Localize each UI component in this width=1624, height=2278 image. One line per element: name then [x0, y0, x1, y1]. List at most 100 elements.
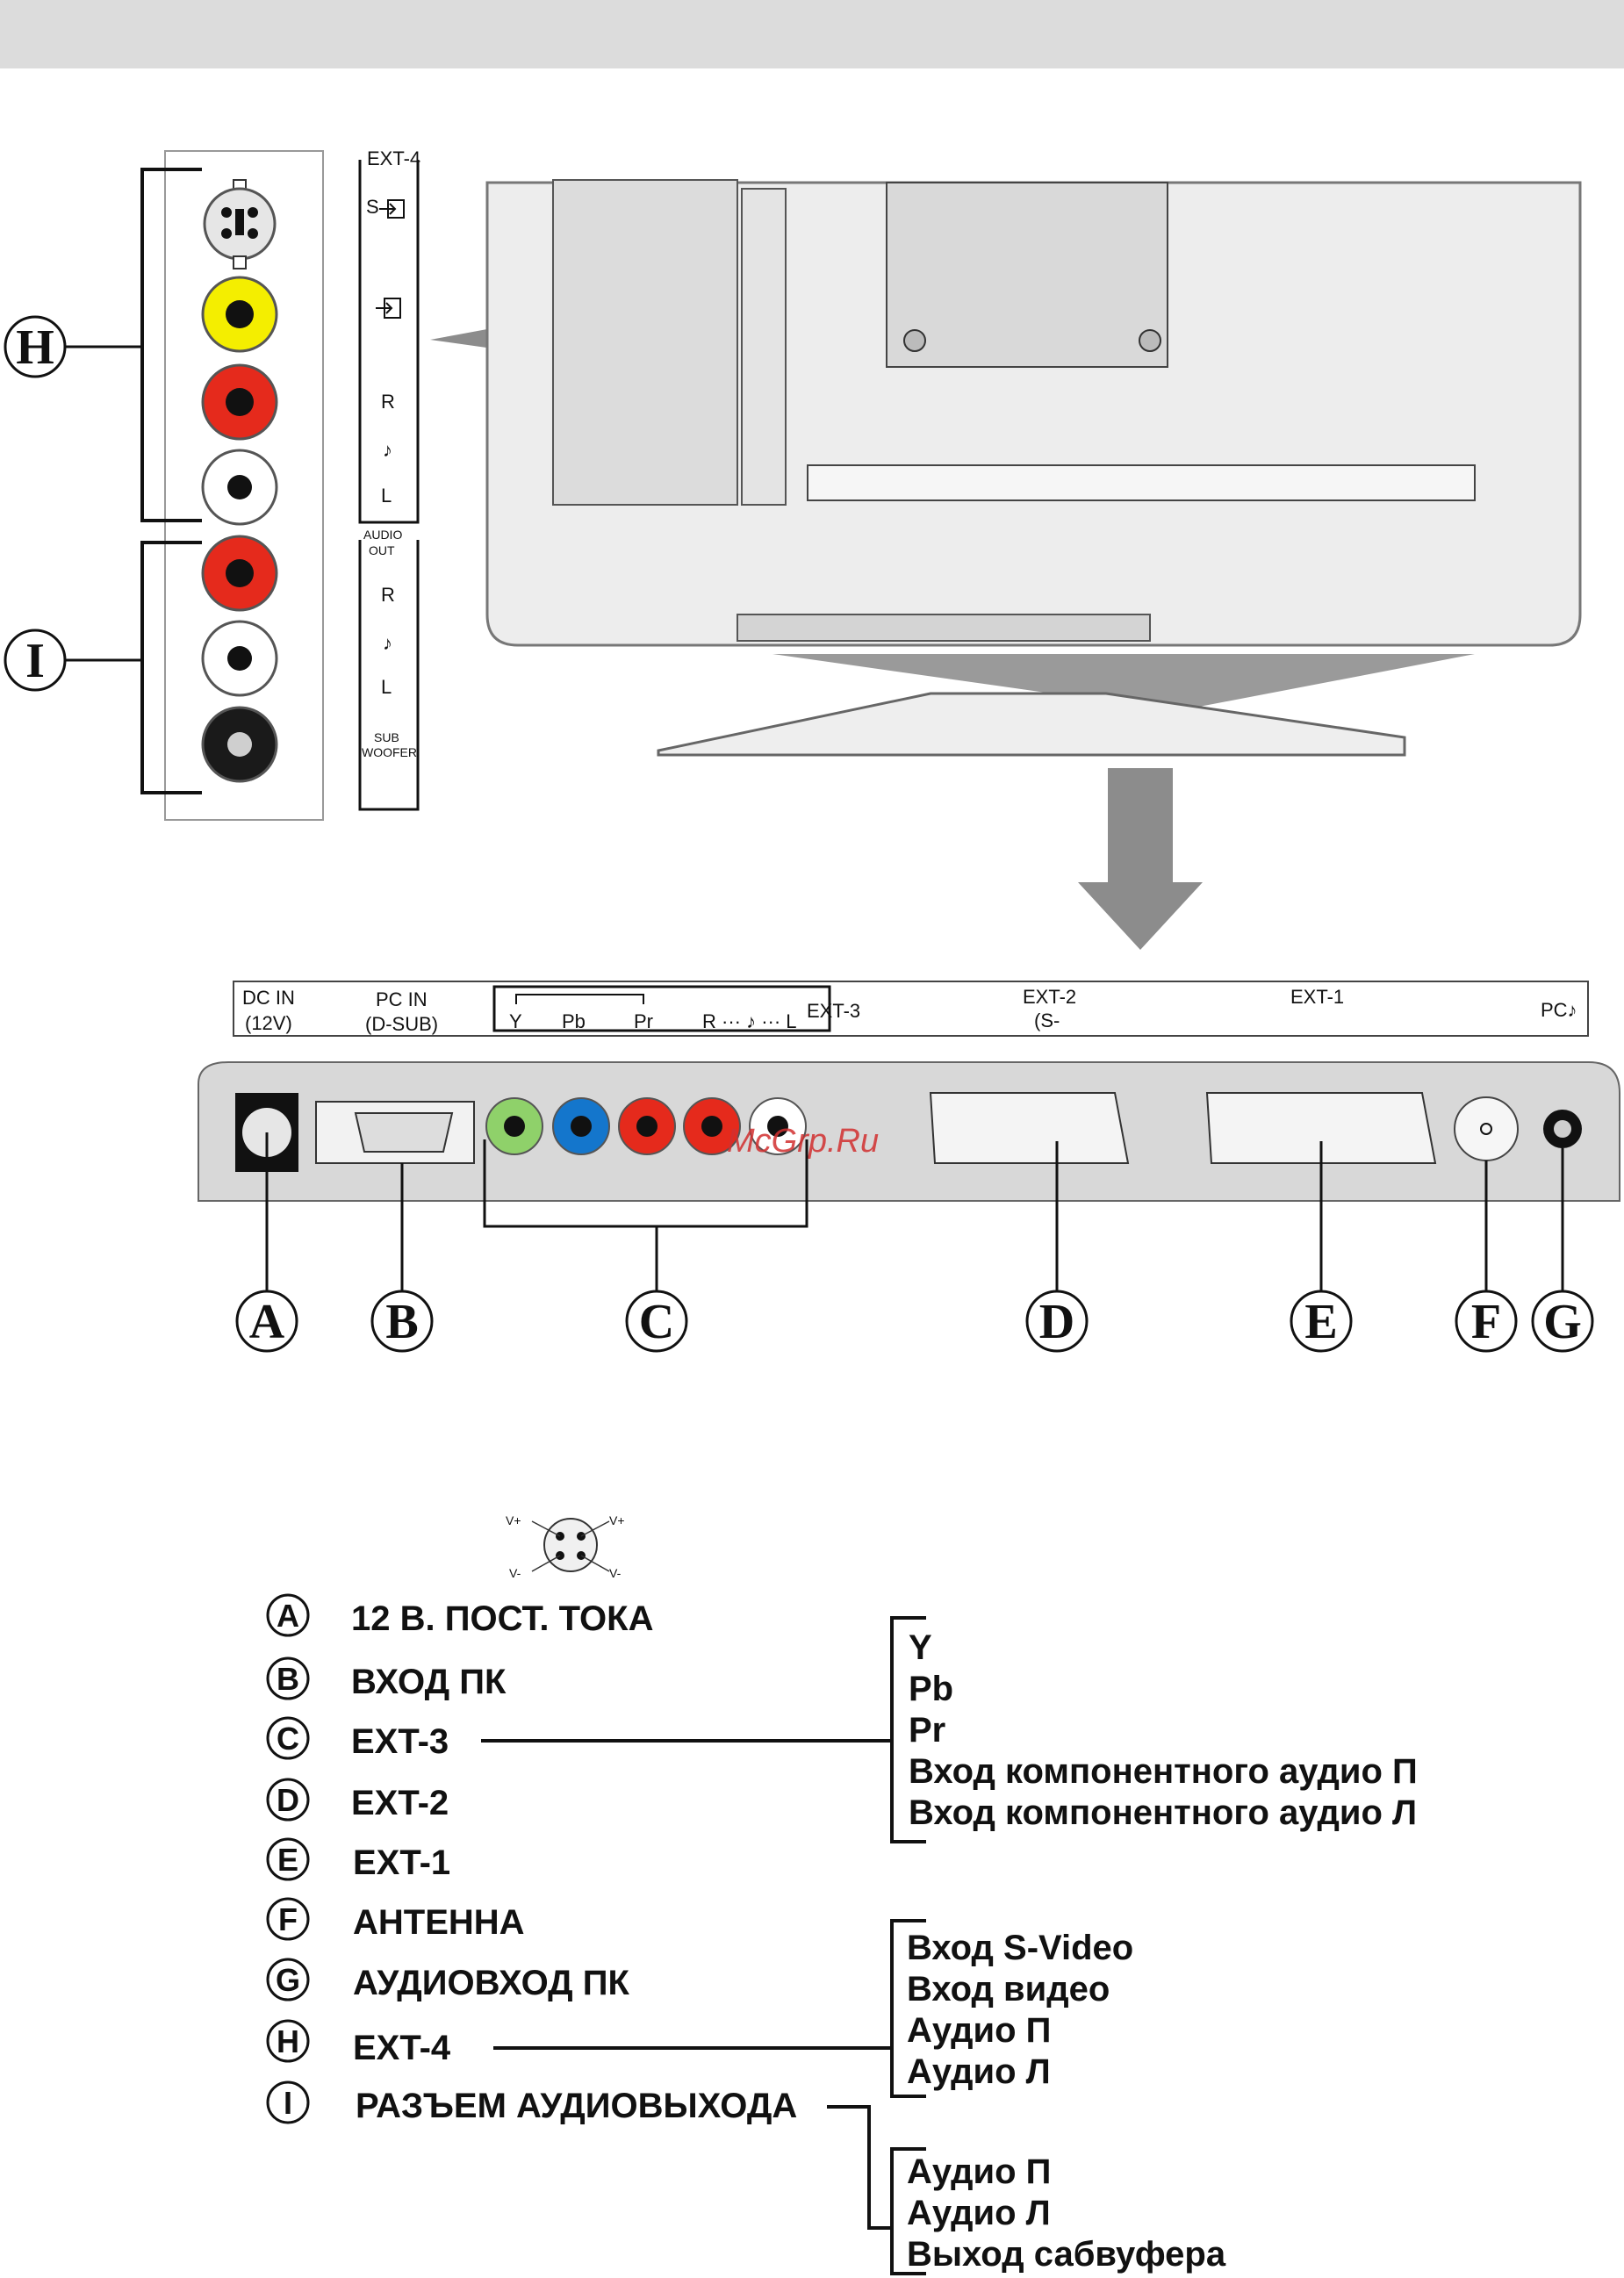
svg-text:EXT-4: EXT-4	[353, 2029, 451, 2067]
pc-in-label: PC IN	[376, 988, 428, 1010]
svg-text:H: H	[277, 2023, 299, 2059]
pb-label: Pb	[562, 1010, 586, 1032]
svg-text:G: G	[276, 1962, 300, 1998]
legend-row-f: F АНТЕННА	[266, 1897, 525, 1942]
ext3-strip-label: EXT-3	[807, 1000, 860, 1022]
rl-label: R ··· ♪ ··· L	[702, 1010, 797, 1032]
callout-h: H	[4, 315, 67, 378]
audio-out-detail-list: Аудио П Аудио Л Выход сабвуфера	[907, 2152, 1226, 2274]
svg-text:B: B	[385, 1295, 418, 1349]
svg-text:12 В. ПОСТ. ТОКА: 12 В. ПОСТ. ТОКА	[351, 1599, 653, 1638]
component-y-jack	[485, 1097, 543, 1155]
pc-audio-jack	[1543, 1110, 1582, 1148]
callout-f: F	[1455, 1290, 1518, 1353]
audio-out-item: Аудио Л	[907, 2194, 1051, 2232]
legend-row-e: E EXT-1	[266, 1837, 450, 1882]
ext3-item: Pr	[909, 1711, 945, 1750]
component-audio-l-jack	[749, 1097, 807, 1155]
legend-row-i: I РАЗЪЕМ АУДИОВЫХОДА	[266, 2080, 797, 2125]
component-audio-r-jack	[683, 1097, 741, 1155]
svg-text:АУДИОВХОД ПК: АУДИОВХОД ПК	[353, 1964, 630, 2002]
input-arrow-icon	[379, 199, 405, 219]
callout-e: E	[1290, 1290, 1353, 1353]
pc-in-sub-label: (D-SUB)	[365, 1013, 438, 1035]
ext3-item: Pb	[909, 1670, 953, 1708]
legend-row-d: D EXT-2	[266, 1778, 449, 1822]
audio-out-l-jack	[201, 620, 278, 697]
side-music-icon: ♪	[383, 439, 392, 461]
pin-bl-label: V-	[509, 1566, 521, 1580]
side-label-strip: EXT-4 S R ♪ L AUDIO OUT R ♪ L SUB WOOFER	[358, 147, 420, 811]
audio-out-r-jack	[201, 535, 278, 612]
video-jack-yellow	[201, 276, 278, 353]
watermark: McGrp.Ru	[727, 1123, 879, 1160]
pc-in-vga-port	[315, 1101, 475, 1164]
scart-ext2-port	[929, 1092, 1130, 1164]
svideo-strip-label: S	[366, 196, 379, 218]
ext3-item: Y	[909, 1628, 932, 1667]
svg-text:B: B	[277, 1661, 299, 1697]
callout-c: C	[625, 1290, 688, 1353]
svg-text:РАЗЪЕМ АУДИОВЫХОДА: РАЗЪЕМ АУДИОВЫХОДА	[356, 2087, 797, 2125]
svg-text:A: A	[249, 1295, 285, 1349]
svg-text:E: E	[277, 1842, 298, 1878]
scart-ext1-port	[1205, 1092, 1437, 1164]
ext4-item: Вход S-Video	[907, 1929, 1133, 1967]
ext4-item: Аудио Л	[907, 2052, 1051, 2091]
svg-text:АНТЕННА: АНТЕННА	[353, 1903, 525, 1942]
dc-in-label: DC IN	[242, 987, 295, 1009]
svideo-pinout: V+ V+ V- V-	[506, 1513, 625, 1580]
legend-row-a: A 12 В. ПОСТ. ТОКА	[266, 1593, 653, 1638]
svg-text:D: D	[1039, 1295, 1074, 1349]
legend: A 12 В. ПОСТ. ТОКА B ВХОД ПК C EXT-3 D E…	[266, 1593, 797, 2125]
pin-tl-label: V+	[506, 1513, 521, 1527]
side-connector-panel	[63, 150, 324, 821]
ext4-detail-list: Вход S-Video Вход видео Аудио П Аудио Л	[907, 1929, 1133, 2091]
ext2-sub-label: (S-	[1034, 1010, 1060, 1031]
out-r-label: R	[381, 584, 395, 606]
svg-text:D: D	[277, 1782, 299, 1818]
legend-row-b: B ВХОД ПК	[266, 1656, 507, 1701]
svg-text:A: A	[277, 1598, 299, 1634]
callout-d: D	[1025, 1290, 1089, 1353]
svg-text:G: G	[1543, 1295, 1582, 1349]
pc-audio-label: PC♪	[1541, 999, 1577, 1021]
sub-label: SUB	[374, 730, 399, 744]
legend-row-g: G АУДИОВХОД ПК	[266, 1958, 630, 2002]
audio-out-item: Аудио П	[907, 2152, 1051, 2191]
svg-text:EXT-2: EXT-2	[351, 1784, 449, 1822]
video-input-icon	[376, 298, 401, 319]
legend-row-h: H EXT-4	[266, 2019, 451, 2067]
ext4-item: Вход видео	[907, 1970, 1110, 2009]
svg-text:E: E	[1304, 1295, 1337, 1349]
svg-text:EXT-1: EXT-1	[353, 1843, 450, 1882]
callout-a: A	[235, 1290, 298, 1353]
header-bar	[0, 0, 1624, 68]
woofer-label: WOOFER	[362, 745, 417, 759]
svg-text:F: F	[278, 1901, 298, 1937]
tv-back-illustration	[485, 179, 1582, 950]
svg-text:EXT-3: EXT-3	[351, 1722, 449, 1761]
ext3-item: Вход компонентного аудио П	[909, 1752, 1418, 1791]
svg-text:F: F	[1471, 1295, 1501, 1349]
callout-leaders	[265, 1132, 1564, 1292]
audio-r-jack	[201, 363, 278, 441]
subwoofer-jack	[201, 706, 278, 783]
antenna-jack	[1454, 1096, 1519, 1161]
audio-out-label: AUDIO	[363, 528, 402, 542]
side-r-label: R	[381, 391, 395, 413]
svideo-jack	[203, 179, 277, 269]
svg-text:C: C	[277, 1721, 299, 1757]
callout-circles: H I A B C D E F	[4, 315, 1594, 1353]
component-pr-jack	[618, 1097, 676, 1155]
audio-l-jack	[201, 449, 278, 526]
out-l-label: L	[381, 676, 392, 698]
svg-text:C: C	[639, 1295, 674, 1349]
audio-out-item: Выход сабвуфера	[907, 2235, 1226, 2274]
component-pb-jack	[552, 1097, 610, 1155]
legend-brackets	[481, 1616, 926, 2275]
audio-out-label-2: OUT	[369, 543, 395, 557]
callout-i: I	[4, 629, 67, 692]
ext2-strip-label: EXT-2	[1023, 986, 1076, 1008]
